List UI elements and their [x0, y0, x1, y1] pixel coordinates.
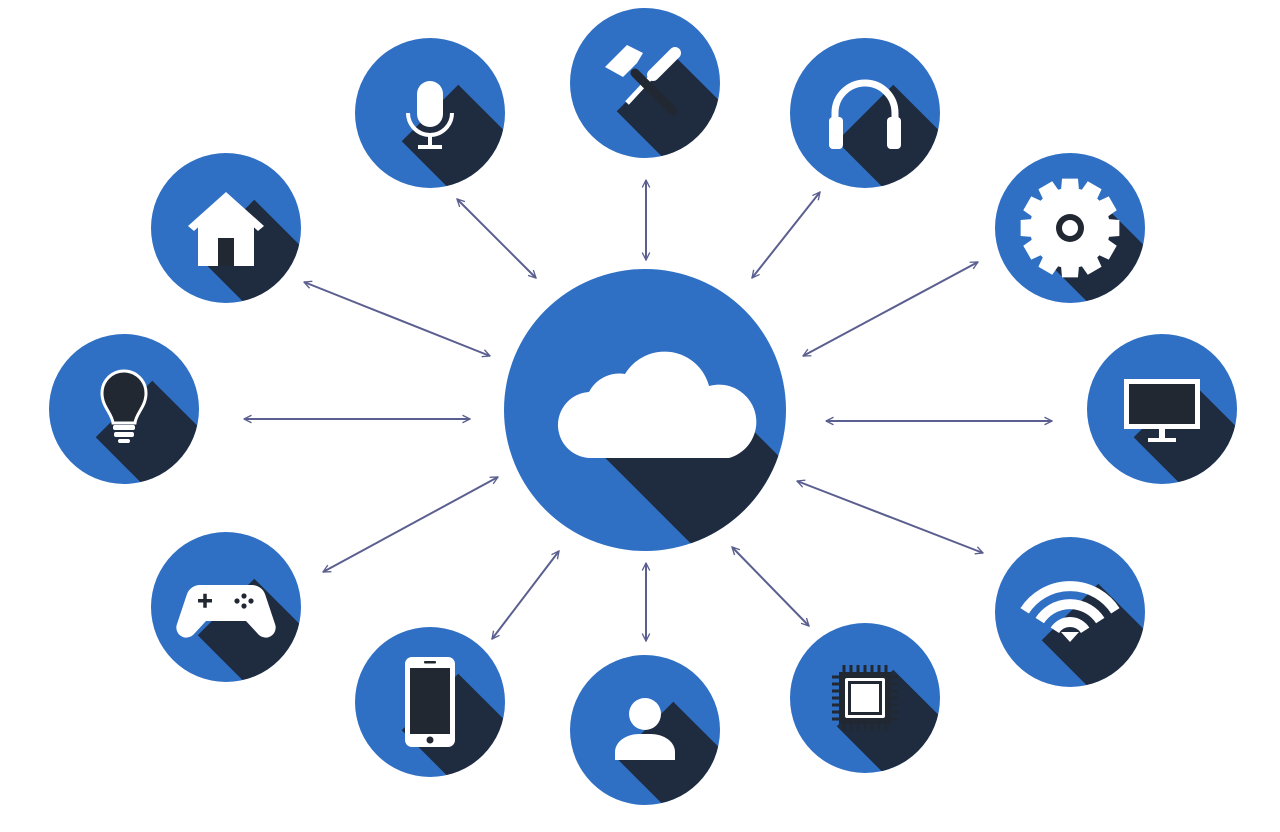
node-home [151, 153, 301, 303]
arrow-microphone [457, 199, 536, 278]
cloud-hub [504, 269, 786, 551]
cloud-icon [557, 351, 757, 459]
arrow-settings [803, 261, 978, 357]
gamepad-icon [176, 585, 276, 638]
arrow-home [304, 282, 490, 356]
gear-icon [1020, 178, 1120, 278]
arrow-chip [732, 547, 809, 626]
hub-cloud [504, 269, 786, 551]
node-headphones [790, 38, 940, 188]
node-chip [790, 623, 940, 773]
arrow-smartphone [492, 551, 559, 639]
cpu-chip-icon [832, 665, 898, 731]
smartphone-icon [405, 657, 455, 747]
connector-arrows [244, 180, 1052, 641]
lightbulb-icon [100, 369, 148, 443]
user-icon [615, 698, 675, 760]
home-icon [188, 192, 264, 266]
hammer-screwdriver-icon [605, 45, 681, 116]
node-monitor [1087, 334, 1237, 484]
node-microphone [355, 38, 505, 188]
microphone-icon [406, 81, 454, 149]
wifi-icon [1020, 581, 1120, 642]
node-smartphone [355, 627, 505, 777]
node-user [570, 655, 720, 805]
arrow-wifi [797, 481, 983, 553]
node-lightbulb [49, 334, 199, 484]
monitor-icon [1124, 379, 1200, 442]
headphones-icon [829, 79, 901, 149]
arrow-gamepad [323, 476, 498, 573]
node-tools [570, 8, 720, 158]
arrow-headphones [752, 192, 820, 278]
node-wifi [995, 537, 1145, 687]
